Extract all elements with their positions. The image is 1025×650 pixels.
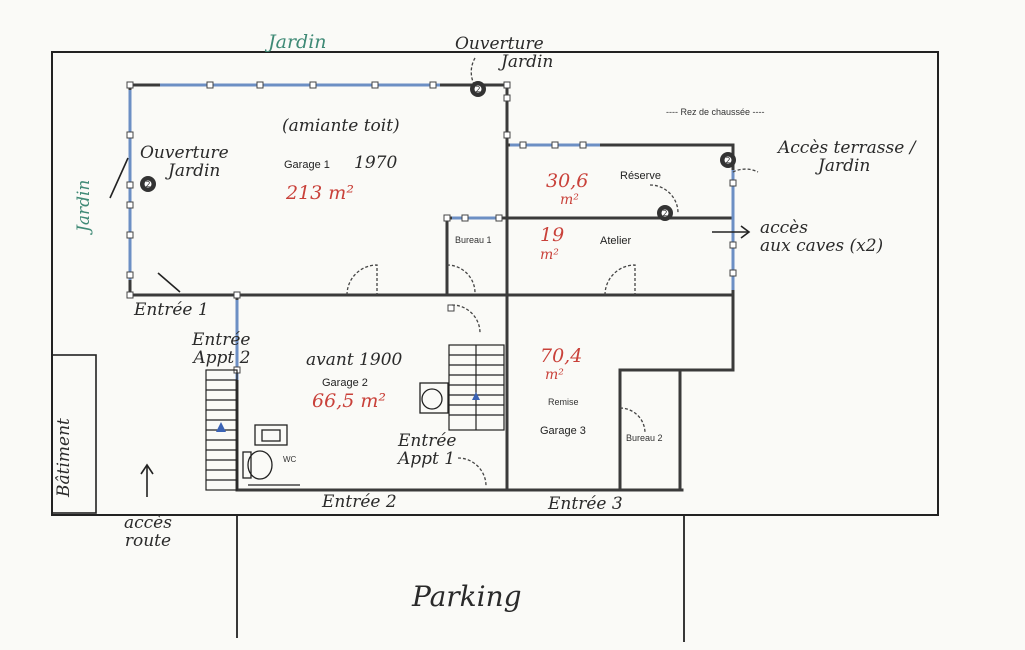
atelier-unit: m² <box>540 247 559 263</box>
parking-label: Parking <box>412 580 522 613</box>
entree3-label: Entrée 3 <box>548 494 623 514</box>
garage1-name: Garage 1 <box>284 159 330 171</box>
jardin-left-label: Jardin <box>74 179 94 232</box>
atelier-name: Atelier <box>600 235 632 247</box>
ouverture-jardin-left-label: Ouverture Jardin <box>140 143 229 181</box>
marker-ouverture-left: 2 <box>140 176 156 192</box>
acces-caves-arrow <box>712 225 751 239</box>
remise-unit: m² <box>545 367 564 383</box>
level-title: ---- Rez de chaussée ---- <box>666 107 765 117</box>
stairs-appt1 <box>448 344 505 431</box>
reserve-name: Réserve <box>620 170 661 182</box>
ouverture-top-line1: Ouverture <box>455 34 544 54</box>
acces-route-arrow <box>140 463 154 497</box>
ouverture-top-line2: Jardin <box>501 51 554 72</box>
garage2-area: 66,5 m² <box>312 390 386 412</box>
reserve-unit: m² <box>560 192 579 208</box>
garage2-note: avant 1900 <box>306 350 403 370</box>
acces-terrasse-label: Accès terrasse / Jardin <box>778 138 916 176</box>
batiment-box <box>51 354 97 514</box>
bureau1-name: Bureau 1 <box>455 235 492 245</box>
boiler <box>419 382 449 414</box>
acces-terrasse-line2: Jardin <box>818 155 871 176</box>
marker-number: 2 <box>725 156 730 165</box>
garage1-year: 1970 <box>354 153 398 173</box>
entree2-label: Entrée 2 <box>322 492 397 512</box>
entree-appt2-label: Entrée Appt 2 <box>192 330 251 368</box>
garage3-name: Garage 3 <box>540 425 586 437</box>
atelier-area: 19 <box>540 224 565 246</box>
wc-label: WC <box>283 455 297 464</box>
garage2-name: Garage 2 <box>322 377 368 389</box>
ouverture-left-line1: Ouverture <box>140 143 229 163</box>
acces-terrasse-line1: Accès terrasse / <box>778 138 916 158</box>
remise-area: 70,4 <box>540 345 583 367</box>
batiment-label: Bâtiment <box>54 418 74 497</box>
ouverture-left-mark <box>109 157 129 199</box>
ouverture-jardin-top-label: Ouverture Jardin <box>455 34 554 72</box>
remise-name: Remise <box>548 397 579 407</box>
bureau2-name: Bureau 2 <box>626 433 663 443</box>
acces-route-label: accès route <box>124 513 172 551</box>
marker-number: 2 <box>145 180 150 189</box>
acces-route-line1: accès <box>124 513 172 533</box>
garage1-note: (amiante toit) <box>282 116 400 136</box>
entree1-label: Entrée 1 <box>134 300 209 320</box>
entree-appt1-line1: Entrée <box>398 431 457 451</box>
acces-route-line2: route <box>124 530 172 551</box>
acces-caves-line2: aux caves (x2) <box>760 235 884 256</box>
doors <box>346 57 759 487</box>
entree-appt2-line2: Appt 2 <box>193 347 251 368</box>
marker-reserve: 2 <box>657 205 673 221</box>
entree-appt2-line1: Entrée <box>192 330 251 350</box>
ouverture-left-line2: Jardin <box>168 160 221 181</box>
entree-appt1-label: Entrée Appt 1 <box>398 431 457 469</box>
acces-caves-label: accès aux caves (x2) <box>760 218 884 256</box>
wc-fixtures <box>242 424 300 486</box>
acces-caves-line1: accès <box>760 218 808 238</box>
marker-number: 2 <box>662 209 667 218</box>
entree-appt1-line2: Appt 1 <box>398 448 456 469</box>
entree1-door <box>157 272 181 293</box>
garage1-area: 213 m² <box>286 182 354 204</box>
stairs-appt2 <box>205 369 238 491</box>
reserve-area: 30,6 <box>546 170 589 192</box>
property-boundary <box>51 51 939 516</box>
marker-number: 2 <box>475 85 480 94</box>
marker-terrasse: 2 <box>720 152 736 168</box>
jardin-top-label: Jardin <box>268 31 327 53</box>
window-nodes <box>126 81 737 374</box>
marker-ouverture-top: 2 <box>470 81 486 97</box>
